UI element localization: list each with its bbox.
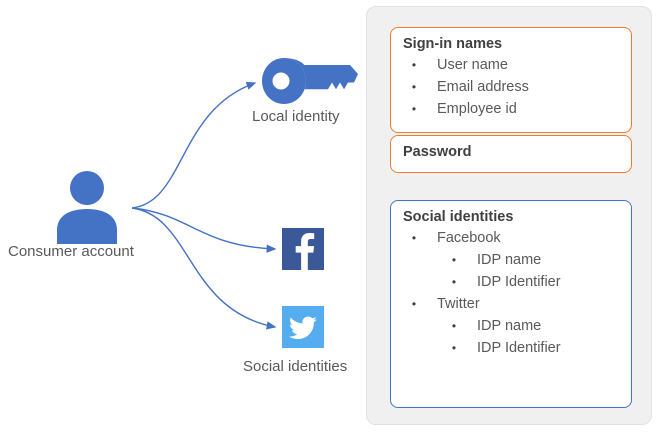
label-consumer-account: Consumer account (8, 243, 134, 260)
list-item: • Employee id (391, 98, 631, 120)
list-item: • IDP Identifier (391, 271, 631, 293)
list-item: • User name (391, 54, 631, 76)
password-box: Password (390, 135, 632, 173)
bullet-icon: • (451, 253, 457, 267)
arrow-to-facebook (131, 207, 277, 253)
password-title: Password (403, 144, 472, 160)
twitter-icon (282, 306, 324, 348)
list-item: • Twitter (391, 293, 631, 315)
signin-names-box: Sign-in names • User name • Email addres… (390, 27, 632, 133)
arrow-to-twitter (131, 207, 277, 330)
signin-names-list: • User name • Email address • Employee i… (391, 54, 631, 120)
list-item-label: Email address (437, 79, 529, 95)
arrow-to-local-identity (131, 81, 257, 209)
bullet-icon: • (451, 275, 457, 289)
list-item-label: User name (437, 57, 508, 73)
social-identities-title: Social identities (403, 209, 514, 225)
list-item-label: Twitter (437, 296, 480, 312)
bullet-icon: • (451, 341, 457, 355)
list-item-label: Employee id (437, 101, 517, 117)
list-item: • Email address (391, 76, 631, 98)
facebook-icon (282, 228, 324, 270)
signin-names-title: Sign-in names (403, 36, 503, 52)
bullet-icon: • (411, 231, 417, 245)
label-local-identity: Local identity (252, 108, 340, 125)
bullet-icon: • (411, 102, 417, 116)
list-item-label: Facebook (437, 230, 501, 246)
person-icon (57, 171, 117, 244)
bullet-icon: • (411, 80, 417, 94)
list-item: • IDP Identifier (391, 337, 631, 359)
bullet-icon: • (451, 319, 457, 333)
list-item-label: IDP name (477, 252, 542, 268)
list-item: • IDP name (391, 249, 631, 271)
list-item-label: IDP Identifier (477, 274, 561, 290)
key-icon (262, 58, 358, 104)
list-item: • Facebook (391, 227, 631, 249)
bullet-icon: • (411, 58, 417, 72)
list-item-label: IDP Identifier (477, 340, 561, 356)
social-identities-list: • Facebook • IDP name • IDP Identifier •… (391, 227, 631, 359)
bullet-icon: • (411, 297, 417, 311)
list-item-label: IDP name (477, 318, 542, 334)
label-social-identities: Social identities (243, 358, 348, 375)
social-identities-box: Social identities • Facebook • IDP name … (390, 200, 632, 408)
list-item: • IDP name (391, 315, 631, 337)
